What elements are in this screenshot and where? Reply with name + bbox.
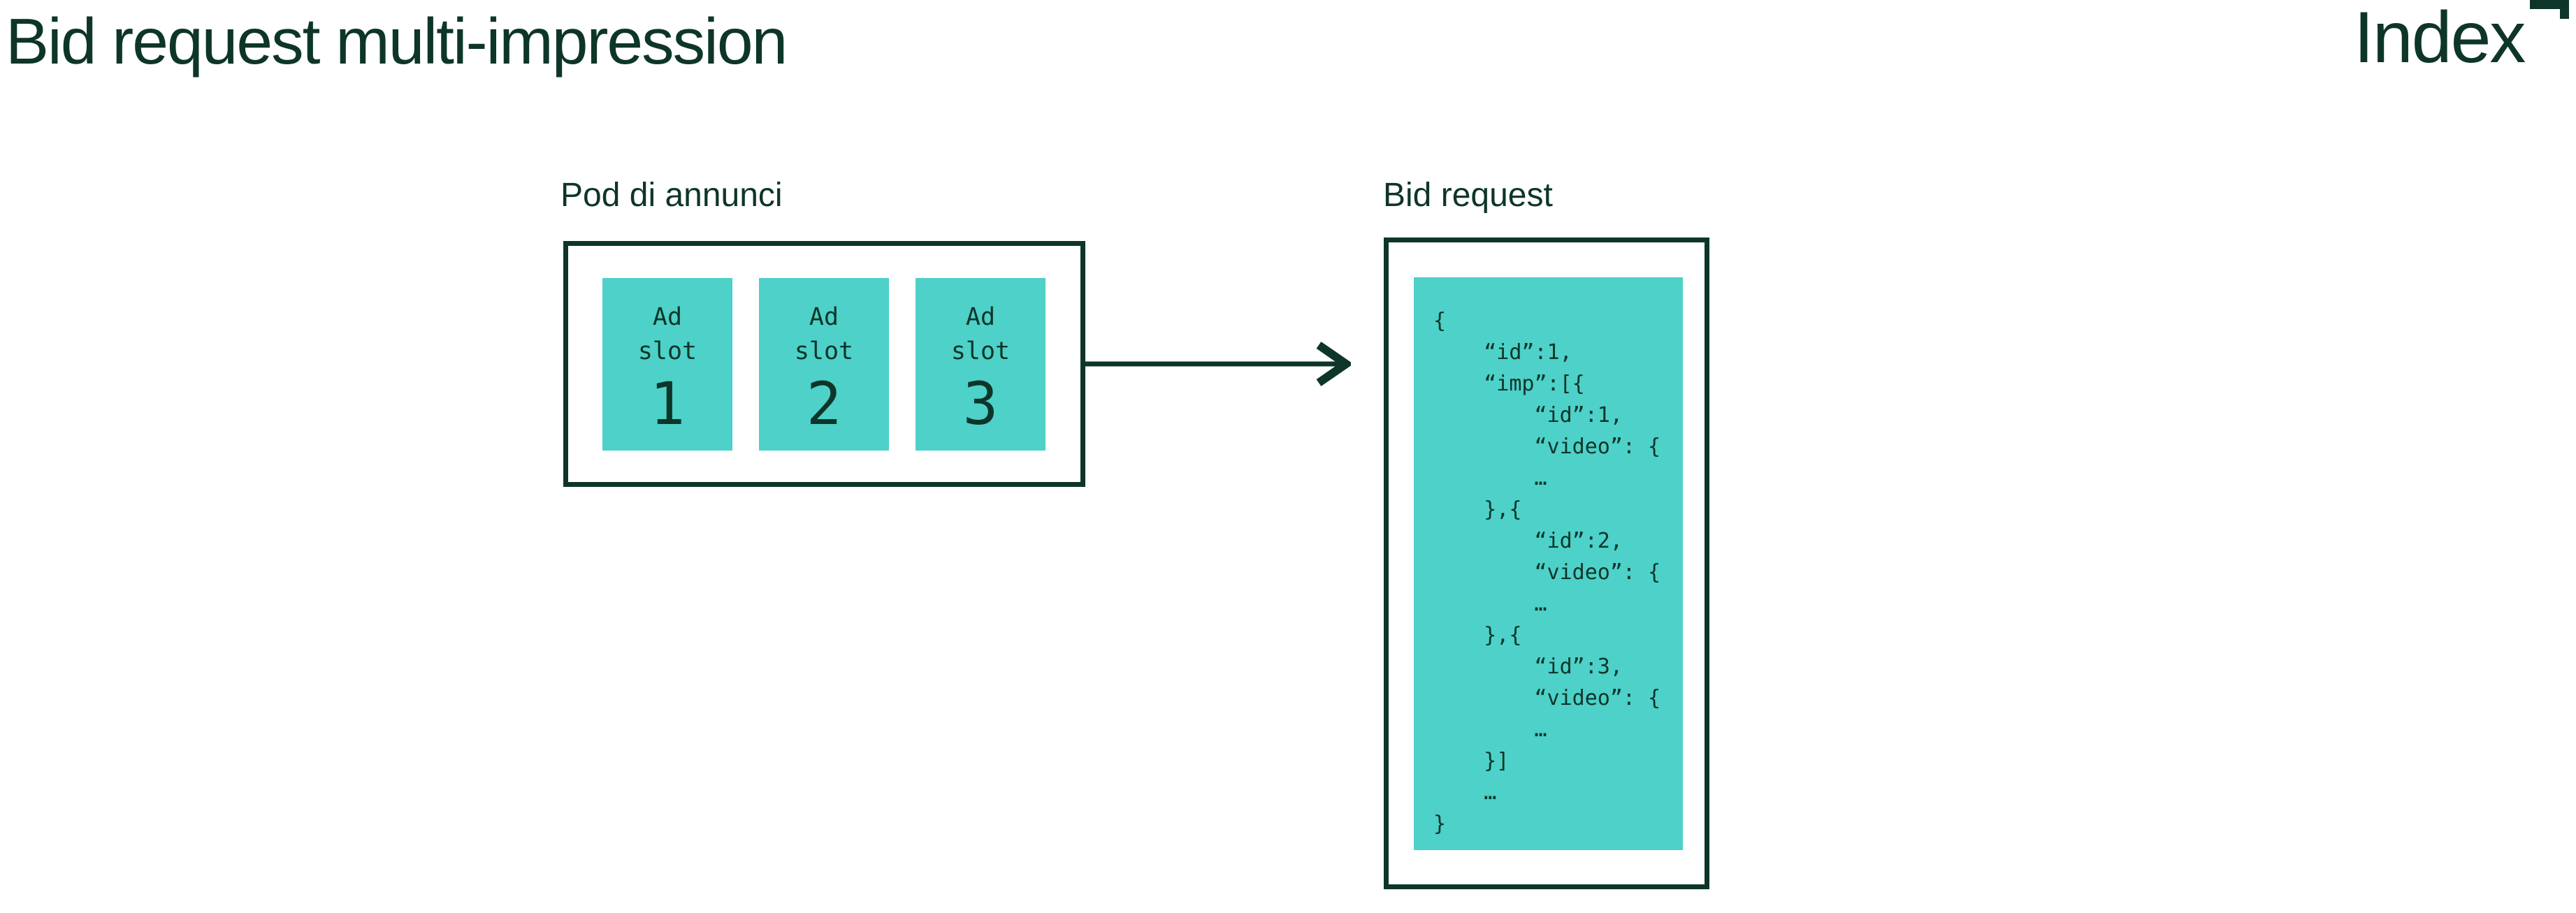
code-line: } — [1433, 812, 1447, 836]
ad-pod-box: Ad slot 1 Ad slot 2 Ad slot 3 — [563, 241, 1085, 487]
ad-slot-2: Ad slot 2 — [759, 277, 889, 451]
code-line: “video”: { — [1433, 686, 1661, 710]
code-line: { — [1433, 309, 1447, 333]
code-line: “id”:2, — [1433, 529, 1623, 553]
ad-slot-number: 2 — [806, 369, 842, 438]
ad-slot-label-line: slot — [637, 337, 697, 365]
brand-logo-text: Index — [2354, 0, 2526, 78]
bid-request-code-block: { “id”:1, “imp”:[{ “id”:1, “video”: { … … — [1414, 277, 1683, 850]
ad-slot-label-line: Ad — [809, 302, 839, 331]
bid-request-box: { “id”:1, “imp”:[{ “id”:1, “video”: { … … — [1384, 238, 1709, 889]
code-line: … — [1433, 780, 1497, 805]
code-line: … — [1433, 466, 1547, 490]
pod-section-label: Pod di annunci — [560, 177, 783, 214]
brand-logo: Index — [2354, 0, 2573, 84]
corner-arrow-icon — [2530, 0, 2569, 19]
code-line: }] — [1433, 749, 1510, 773]
ad-slot-number: 1 — [649, 369, 686, 438]
bid-request-label: Bid request — [1383, 177, 1553, 214]
page-title: Bid request multi-impression — [6, 5, 788, 78]
code-line: … — [1433, 592, 1547, 616]
ad-slot-3: Ad slot 3 — [916, 277, 1045, 451]
ad-slot-label-line: slot — [950, 337, 1011, 365]
code-line: },{ — [1433, 623, 1522, 648]
ad-slot-label-line: Ad — [965, 302, 996, 331]
code-line: “id”:1, — [1433, 340, 1572, 365]
arrow-right-icon — [1084, 342, 1351, 386]
ad-slot-1: Ad slot 1 — [602, 277, 732, 451]
code-line: “imp”:[{ — [1433, 372, 1585, 396]
code-line: “id”:3, — [1433, 655, 1623, 679]
ad-slot-label-line: slot — [794, 337, 854, 365]
ad-slot-number: 3 — [962, 369, 999, 438]
code-line: },{ — [1433, 497, 1522, 522]
code-line: … — [1433, 717, 1547, 742]
code-line: “id”:1, — [1433, 403, 1623, 428]
code-line: “video”: { — [1433, 560, 1661, 585]
ad-slot-label-line: Ad — [652, 302, 683, 331]
code-line: “video”: { — [1433, 434, 1661, 459]
